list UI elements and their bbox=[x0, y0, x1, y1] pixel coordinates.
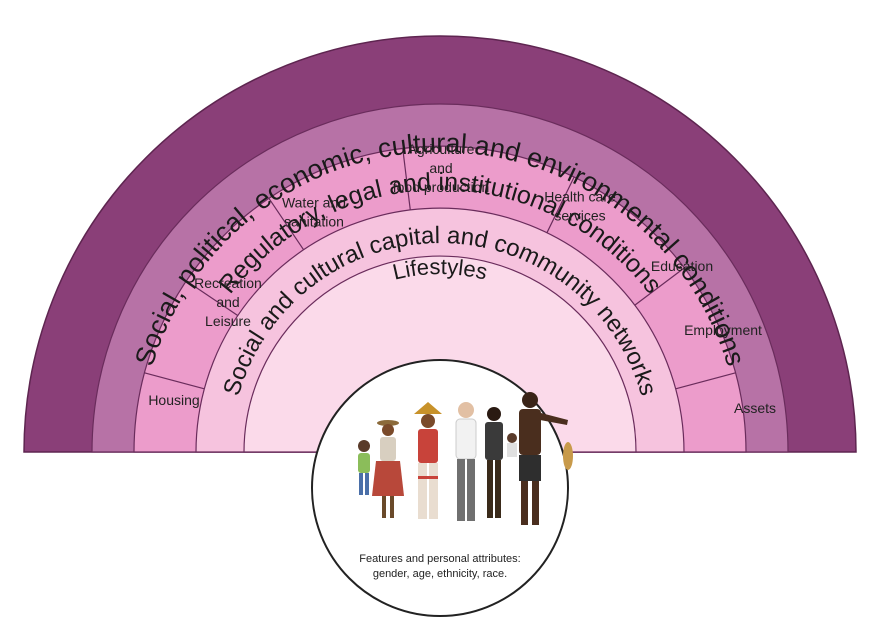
segment-label-line: Employment bbox=[684, 322, 762, 338]
segment-separator bbox=[402, 148, 411, 210]
segment-label-line: Water and bbox=[282, 195, 346, 211]
segment-label-line: Agriculture bbox=[408, 141, 475, 157]
segment-separator bbox=[634, 267, 685, 306]
lifestyles-band bbox=[243, 255, 637, 453]
segment-label-line: Health care bbox=[544, 189, 616, 205]
tall-man-figure bbox=[519, 392, 573, 525]
caption-line: Features and personal attributes: bbox=[359, 553, 520, 565]
caption-line: gender, age, ethnicity, race. bbox=[373, 568, 507, 580]
segment-label-line: and bbox=[429, 160, 452, 176]
segment-label-line: food production bbox=[393, 179, 490, 195]
segment-separator bbox=[268, 197, 305, 251]
segment-separator bbox=[185, 280, 239, 317]
segment-separator bbox=[144, 372, 205, 390]
individual-circle bbox=[311, 359, 569, 617]
segment-label-line: Recreation bbox=[194, 275, 262, 291]
woman-child-figure bbox=[485, 407, 517, 518]
woman-white-figure bbox=[455, 402, 477, 521]
segment-label-line: Assets bbox=[734, 400, 776, 416]
woman-hat-figure bbox=[372, 420, 404, 518]
segment-separator bbox=[675, 372, 736, 390]
people-group-illustration bbox=[358, 392, 573, 525]
center-caption: Features and personal attributes: gender,… bbox=[359, 553, 520, 580]
segment-label-line: Leisure bbox=[205, 313, 251, 329]
segment-label-line: Education bbox=[651, 258, 713, 274]
segment-label-line: services bbox=[554, 208, 605, 224]
segment-label-line: sanitation bbox=[284, 214, 344, 230]
child-figure bbox=[358, 440, 370, 495]
man-headdress-figure bbox=[414, 402, 442, 519]
segment-label-line: and bbox=[216, 294, 239, 310]
segment-separator bbox=[546, 176, 575, 233]
segment-separators bbox=[144, 148, 736, 390]
segment-label-line: Housing bbox=[148, 392, 199, 408]
